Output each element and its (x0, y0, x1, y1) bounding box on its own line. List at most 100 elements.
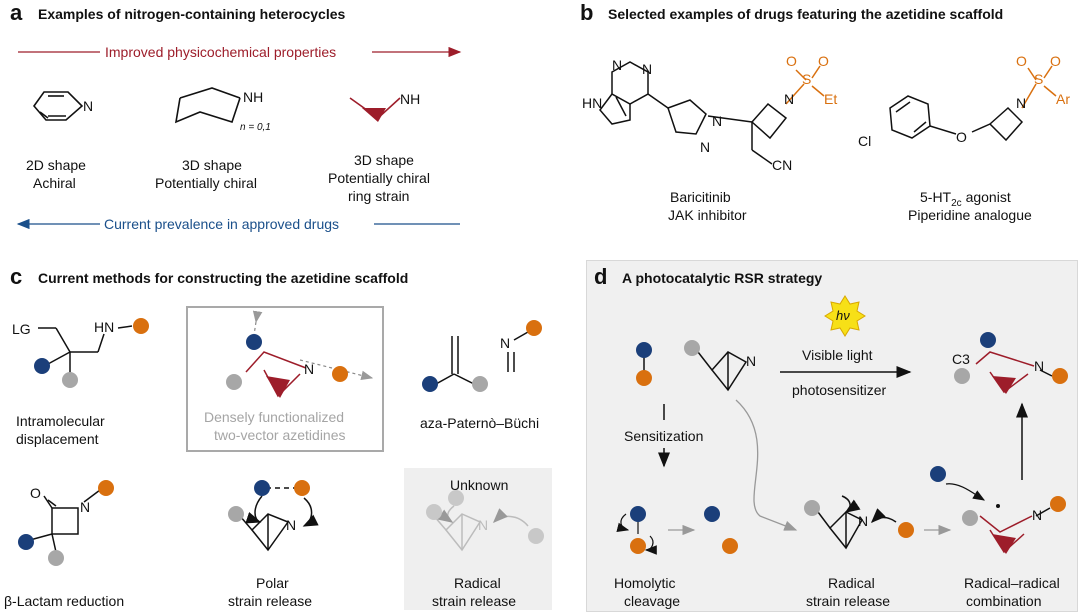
d-visible-light: Visible light (802, 347, 873, 363)
m5-line2: strain release (228, 593, 313, 609)
d-radical-line2: strain release (806, 593, 891, 609)
baricitinib-n4: N (712, 113, 723, 129)
baricitinib-o1: O (786, 53, 797, 69)
baricitinib-desc: JAK inhibitor (668, 207, 747, 223)
unknown-gray-dot3 (528, 528, 544, 544)
d-curve-arrow (735, 399, 798, 531)
agonist-name-prefix: 5-HT (920, 189, 952, 205)
sun-icon (824, 295, 866, 337)
two-vector-box (186, 306, 384, 452)
aza-pb-blue-dot (422, 376, 438, 392)
agonist-ar: Ar (1056, 91, 1070, 107)
item2-line1: 3D shape (182, 157, 242, 173)
d-product-gray-dot (954, 368, 970, 384)
baricitinib-n1: N (612, 57, 623, 73)
piperidine-subscript: n = 0,1 (240, 122, 271, 133)
baricitinib-n2: N (642, 61, 653, 77)
d-rr-orange-dot (898, 522, 914, 538)
baricitinib-n3: N (700, 139, 711, 155)
m1-line1: Intramolecular (16, 413, 105, 429)
baricitinib-s: S (802, 71, 812, 87)
unknown-n: N (478, 517, 489, 533)
piperidine-nh: NH (243, 89, 264, 105)
polar-orange-dot (294, 480, 310, 496)
agonist-n: N (1016, 95, 1027, 111)
d-homolytic-line2: cleavage (624, 593, 681, 609)
lactam-blue-dot (18, 534, 34, 550)
d-photosensitizer: photosensitizer (792, 382, 887, 398)
item3-line3: ring strain (348, 188, 410, 204)
agonist-o: O (956, 129, 967, 145)
panel-d-title: A photocatalytic RSR strategy (622, 270, 823, 286)
two-vector-n: N (304, 361, 315, 377)
baricitinib-name: Baricitinib (670, 189, 731, 205)
polar-n: N (286, 517, 297, 533)
d-pair-orange-dot (636, 370, 652, 386)
d-comb-orange-dot (1050, 496, 1066, 512)
d-combination-line1: Radical–radical (964, 575, 1060, 591)
d-free-orange-dot (722, 538, 738, 554)
pyridine-structure (32, 91, 84, 121)
piperidine-structure (174, 87, 241, 124)
pyridine-n: N (83, 98, 94, 114)
d-sensitization: Sensitization (624, 428, 704, 444)
agonist-desc: Piperidine analogue (908, 207, 1032, 223)
item2-line2: Potentially chiral (155, 175, 257, 191)
agonist-o2: O (1050, 53, 1061, 69)
d-radical-release-structure (817, 495, 897, 550)
baricitinib-n5: N (784, 91, 795, 107)
panel-b-title: Selected examples of drugs featuring the… (608, 6, 1004, 22)
panel-a-title: Examples of nitrogen-containing heterocy… (38, 6, 346, 22)
azetidine-structure (349, 97, 401, 122)
d-product-n: N (1034, 358, 1045, 374)
polar-gray-dot (228, 506, 244, 522)
baricitinib-hn: HN (582, 95, 603, 111)
panel-c-letter: c (10, 264, 23, 289)
agonist-name-sub: 2c (951, 197, 962, 209)
unknown-gray-dot1 (426, 504, 442, 520)
m1-line2: displacement (16, 431, 99, 447)
panel-a-letter: a (10, 0, 23, 25)
beta-lactam-structure (29, 489, 101, 553)
d-hv: hν (836, 308, 850, 323)
panel-c-title: Current methods for constructing the aze… (38, 270, 409, 286)
agonist-o1: O (1016, 53, 1027, 69)
lactam-orange-dot (98, 480, 114, 496)
m6-header: Unknown (450, 477, 509, 493)
d-product-orange-dot (1052, 368, 1068, 384)
panel-d-letter: d (594, 264, 608, 289)
baricitinib-et: Et (824, 91, 838, 107)
intramolecular-structure (38, 325, 133, 376)
item1-line2: Achiral (33, 175, 76, 191)
aza-pb-gray-dot (472, 376, 488, 392)
unknown-gray-dot2 (448, 490, 464, 506)
item1-line1: 2D shape (26, 157, 86, 173)
lactam-o: O (30, 485, 41, 501)
d-comb-gray-dot (962, 510, 978, 526)
d-rr-n: N (858, 513, 869, 529)
unknown-box (404, 468, 552, 610)
lactam-n: N (80, 499, 91, 515)
d-start-structure (697, 351, 748, 392)
m6-line2: strain release (432, 593, 517, 609)
intramol-gray-dot (62, 372, 78, 388)
d-homo-orange-dot (630, 538, 646, 554)
d-comb-blue-dot (930, 466, 946, 482)
d-product-blue-dot (980, 332, 996, 348)
baricitinib-o2: O (818, 53, 829, 69)
d-comb-n: N (1032, 507, 1043, 523)
item3-line2: Potentially chiral (328, 170, 430, 186)
m5-line1: Polar (256, 575, 289, 591)
item3-line1: 3D shape (354, 152, 414, 168)
polar-blue-dot (254, 480, 270, 496)
d-start-gray-dot (684, 340, 700, 356)
prevalence-label: Current prevalence in approved drugs (104, 216, 340, 232)
d-free-blue-dot (704, 506, 720, 522)
d-homo-blue-dot (630, 506, 646, 522)
d-combination-line2: combination (966, 593, 1042, 609)
two-vector-orange-dot (332, 366, 348, 382)
